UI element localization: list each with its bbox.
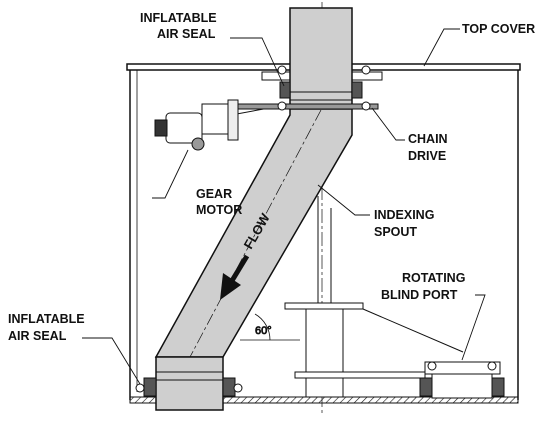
indexing-spout (154, 7, 353, 411)
blind-port-seal-right (491, 377, 505, 397)
angle-arc (254, 313, 271, 341)
spout-centerline (189, 109, 322, 358)
blind-port-bolt-left (427, 361, 437, 371)
port-link (294, 371, 426, 379)
blind-port-seal-left (419, 377, 433, 397)
top-seal-bolt-right (361, 65, 371, 75)
label-bottom-air-seal-line1: INFLATABLE (8, 312, 85, 326)
label-blind-port-line1: ROTATING (402, 271, 465, 285)
label-chain-drive-line2: DRIVE (408, 149, 446, 163)
leader-lines (82, 28, 486, 385)
motor-gear (191, 137, 205, 151)
label-top-air-seal-line1: INFLATABLE (140, 11, 217, 25)
bottom-seal-bolt-left (135, 383, 145, 393)
support-frame (214, 71, 464, 398)
rotating-blind-port (419, 361, 505, 399)
leader-indexing-spout (317, 184, 370, 216)
label-bottom-air-seal-line2: AIR SEAL (8, 329, 67, 343)
label-gear-motor-line2: MOTOR (196, 203, 242, 217)
shaft-column (305, 308, 344, 398)
chain-bolt-left (277, 101, 287, 111)
top-seal-bolt-left (277, 65, 287, 75)
flow-arrow-head (220, 273, 241, 300)
label-indexing-spout-line1: INDEXING (374, 208, 434, 222)
leader-blind-port (461, 294, 486, 361)
label-chain-drive-line1: CHAIN (408, 132, 448, 146)
label-top-air-seal-line2: AIR SEAL (157, 27, 216, 41)
gear-motor (154, 99, 239, 151)
label-gear-motor-line1: GEAR (196, 187, 232, 201)
blind-port-bolt-right (487, 361, 497, 371)
top-seal-right (351, 81, 363, 99)
shaft-flange (284, 302, 364, 310)
spout-lower-pipe (155, 356, 224, 411)
angle-indicator: 60° (240, 313, 300, 341)
chain-plate (227, 103, 379, 110)
leader-chain-drive (371, 107, 405, 141)
label-blind-port-line2: BLIND PORT (381, 288, 458, 302)
leader-top-cover (423, 28, 460, 67)
motor-bracket (227, 99, 239, 141)
spout-upper-pipe (289, 7, 353, 110)
leader-gear-motor (152, 149, 189, 199)
bottom-seal-right (222, 377, 236, 397)
motor-endcap (154, 119, 168, 137)
spout-bottom-collar (155, 371, 224, 381)
top-air-seal (277, 65, 371, 99)
leader-top-air-seal (230, 37, 285, 87)
chain-bolt-right (361, 101, 371, 111)
label-top-cover: TOP COVER (462, 22, 535, 36)
leader-bottom-air-seal (82, 337, 141, 385)
label-indexing-spout-line2: SPOUT (374, 225, 417, 239)
blind-port-body (431, 373, 493, 399)
bottom-seal-left (143, 377, 157, 397)
flow-arrow-shaft (227, 254, 250, 286)
top-seal-left (279, 81, 291, 99)
angle-label: 60° (255, 325, 272, 337)
bottom-seal-bolt-right (233, 383, 243, 393)
motor-gearbox (201, 103, 231, 135)
arm-to-port (362, 308, 464, 353)
bottom-air-seal (135, 377, 243, 397)
labels: INFLATABLE AIR SEAL TOP COVER CHAIN DRIV… (8, 11, 535, 343)
